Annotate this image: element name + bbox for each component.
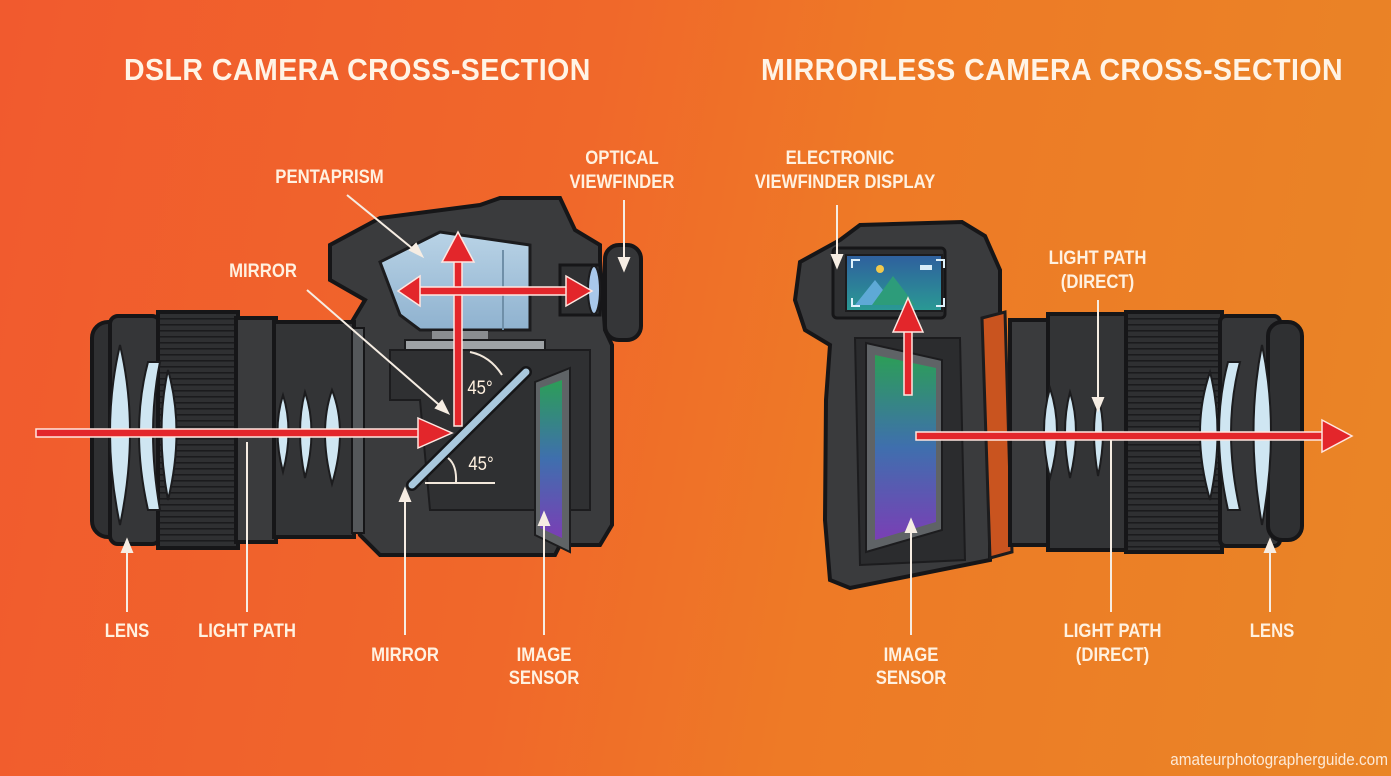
mirrorless-title: MIRRORLESS CAMERA CROSS-SECTION	[761, 52, 1344, 87]
label-light-path-top-line2: (DIRECT)	[1060, 272, 1135, 293]
label-mirror-top: MIRROR	[229, 261, 297, 282]
label-angle-bottom: 45°	[468, 454, 494, 475]
label-evf-line1: ELECTRONIC	[785, 148, 895, 169]
label-optical-viewfinder-line1: OPTICAL	[585, 148, 659, 169]
dslr-mirror	[408, 368, 530, 489]
label-light-path-bottom-line1: LIGHT PATH	[1063, 621, 1162, 642]
mirrorless-callout-lines	[830, 205, 1277, 635]
watermark: amateurphotographerguide.com	[1170, 750, 1388, 769]
label-angle-top: 45°	[467, 378, 493, 399]
label-light-path-bottom-line2: (DIRECT)	[1075, 645, 1150, 666]
label-optical-viewfinder-line2: VIEWFINDER	[569, 172, 675, 193]
label-evf-line2: VIEWFINDER DISPLAY	[754, 172, 936, 193]
label-image-sensor-ml-line2: SENSOR	[875, 668, 947, 689]
mirrorless-camera	[792, 205, 1354, 635]
dslr-light-path	[35, 230, 594, 450]
label-image-sensor-ml-line1: IMAGE	[883, 645, 939, 666]
label-light-path-dslr: LIGHT PATH	[198, 621, 296, 642]
label-lens-dslr: LENS	[104, 621, 150, 642]
mirrorless-light-path	[891, 296, 1354, 454]
label-mirror-bottom: MIRROR	[371, 645, 439, 666]
dslr-camera	[35, 194, 643, 635]
label-light-path-top-line1: LIGHT PATH	[1048, 248, 1147, 269]
label-lens-ml: LENS	[1249, 621, 1295, 642]
label-image-sensor-dslr-line2: SENSOR	[508, 668, 580, 689]
dslr-callout-lines	[120, 194, 631, 635]
label-image-sensor-dslr-line1: IMAGE	[516, 645, 572, 666]
label-pentaprism: PENTAPRISM	[275, 167, 384, 188]
focusing-screen	[404, 339, 546, 351]
dslr-title: DSLR CAMERA CROSS-SECTION	[124, 52, 591, 87]
